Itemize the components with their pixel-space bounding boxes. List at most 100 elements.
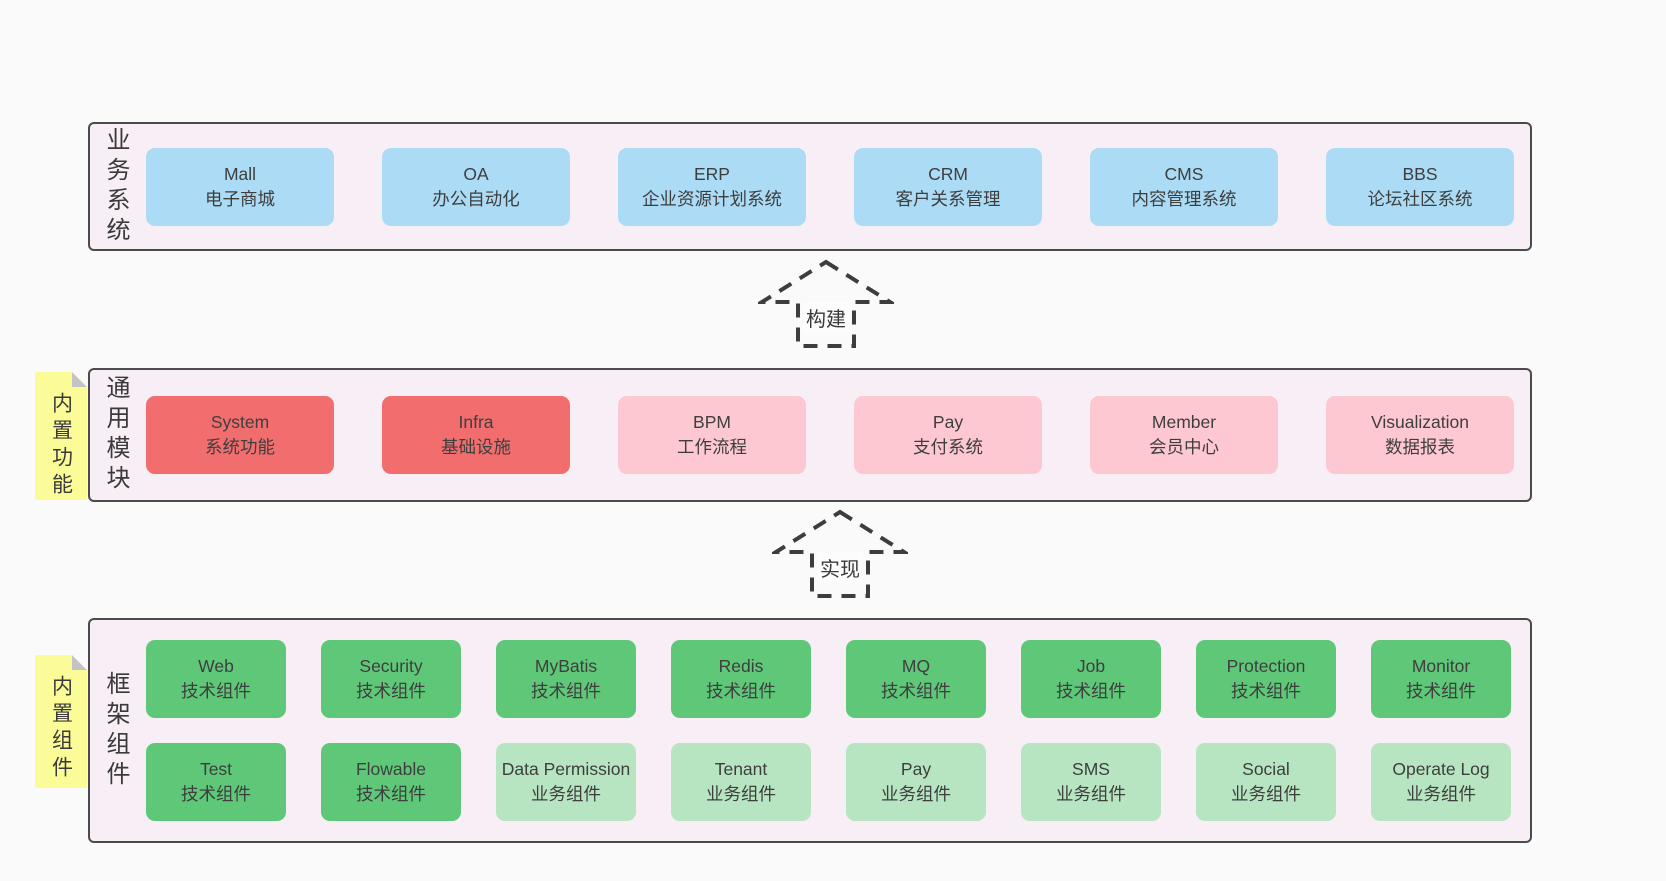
module-box-system: System 系统功能 (146, 396, 334, 474)
box-subtitle: 技术组件 (356, 784, 426, 804)
box-title: Web (198, 656, 234, 677)
biz-box-mall: Mall 电子商城 (146, 147, 334, 226)
sticky-note-built-in-features: 内置功能 (35, 372, 87, 500)
box-subtitle: 办公自动化 (432, 188, 520, 209)
box-title: Social (1242, 759, 1290, 780)
box-title: Pay (932, 412, 964, 433)
module-box-pay: Pay 支付系统 (854, 396, 1042, 474)
box-subtitle: 论坛社区系统 (1367, 188, 1473, 209)
comp-box-flowable: Flowable 技术组件 (321, 743, 461, 821)
biz-box-erp: ERP 企业资源计划系统 (618, 147, 806, 226)
box-subtitle: 技术组件 (706, 681, 776, 701)
panel-label-components: 框架组件 (102, 670, 129, 791)
panel-label-business: 业务系统 (102, 126, 129, 247)
build-arrow-label: 构建 (803, 302, 849, 333)
box-subtitle: 客户关系管理 (895, 188, 1001, 209)
box-title: Test (199, 759, 233, 780)
comp-box-test: Test 技术组件 (146, 743, 286, 821)
biz-box-bbs: BBS 论坛社区系统 (1326, 147, 1514, 226)
box-title: Tenant (714, 759, 768, 780)
sticky-note-built-in-components: 内置组件 (35, 655, 87, 788)
panel-label-modules: 通用模块 (102, 375, 129, 495)
modules-row: System 系统功能 Infra 基础设施 BPM 工作流程 Pay 支付系统… (146, 396, 1514, 474)
box-title: Mall (223, 163, 257, 184)
box-title: Security (359, 656, 423, 677)
comp-box-sms: SMS 业务组件 (1021, 743, 1161, 821)
box-subtitle: 技术组件 (531, 681, 601, 701)
sticky-note-text: 内置组件 (49, 675, 73, 783)
comp-box-protection: Protection 技术组件 (1196, 640, 1336, 718)
box-title: Flowable (355, 759, 427, 780)
box-subtitle: 技术组件 (881, 681, 951, 701)
box-subtitle: 技术组件 (181, 784, 251, 804)
box-subtitle: 基础设施 (441, 437, 511, 457)
box-subtitle: 业务组件 (1056, 784, 1126, 804)
module-box-visualization: Visualization 数据报表 (1326, 396, 1514, 474)
business-systems-panel: 业务系统 Mall 电子商城 OA 办公自动化 ERP 企业资源计划系统 CRM… (88, 122, 1532, 251)
box-title: Data Permission (501, 759, 631, 780)
comp-box-security: Security 技术组件 (321, 640, 461, 718)
box-title: MyBatis (534, 656, 598, 677)
module-box-infra: Infra 基础设施 (382, 396, 570, 474)
box-subtitle: 业务组件 (1406, 784, 1476, 804)
comp-box-mybatis: MyBatis 技术组件 (496, 640, 636, 718)
box-title: Redis (718, 656, 764, 677)
box-subtitle: 内容管理系统 (1131, 188, 1237, 209)
box-title: Visualization (1371, 412, 1469, 433)
box-title: Pay (900, 759, 932, 780)
module-box-bpm: BPM 工作流程 (618, 396, 806, 474)
box-title: SMS (1072, 759, 1110, 780)
box-title: System (210, 412, 270, 433)
box-subtitle: 电子商城 (205, 188, 275, 209)
box-title: Monitor (1411, 656, 1471, 677)
module-box-member: Member 会员中心 (1090, 396, 1278, 474)
implement-arrow: 实现 (772, 508, 908, 600)
comp-box-tenant: Tenant 业务组件 (671, 743, 811, 821)
box-subtitle: 技术组件 (181, 681, 251, 701)
comp-box-redis: Redis 技术组件 (671, 640, 811, 718)
box-title: BBS (1402, 163, 1438, 184)
box-subtitle: 会员中心 (1149, 437, 1219, 457)
box-subtitle: 业务组件 (706, 784, 776, 804)
box-title: Member (1151, 412, 1217, 433)
components-row-2: Test 技术组件 Flowable 技术组件 Data Permission … (146, 743, 1514, 821)
module-boxes: System 系统功能 Infra 基础设施 BPM 工作流程 Pay 支付系统… (146, 370, 1514, 500)
box-title: Job (1076, 656, 1106, 677)
box-title: ERP (694, 163, 730, 184)
sticky-note-text: 内置功能 (49, 392, 73, 500)
box-subtitle: 技术组件 (356, 681, 426, 701)
build-arrow: 构建 (758, 258, 894, 350)
comp-box-operate-log: Operate Log 业务组件 (1371, 743, 1511, 821)
box-subtitle: 技术组件 (1056, 681, 1126, 701)
box-title: OA (463, 163, 489, 184)
component-boxes: Web 技术组件 Security 技术组件 MyBatis 技术组件 Redi… (146, 620, 1514, 841)
box-subtitle: 业务组件 (1231, 784, 1301, 804)
box-subtitle: 系统功能 (205, 437, 275, 457)
folded-corner-icon (72, 655, 87, 670)
box-title: CRM (928, 163, 968, 184)
box-title: Protection (1226, 656, 1306, 677)
comp-box-job: Job 技术组件 (1021, 640, 1161, 718)
comp-box-mq: MQ 技术组件 (846, 640, 986, 718)
comp-box-monitor: Monitor 技术组件 (1371, 640, 1511, 718)
business-row: Mall 电子商城 OA 办公自动化 ERP 企业资源计划系统 CRM 客户关系… (146, 147, 1514, 226)
framework-components-panel: 框架组件 Web 技术组件 Security 技术组件 MyBatis 技术组件… (88, 618, 1532, 843)
box-subtitle: 企业资源计划系统 (642, 188, 782, 209)
box-title: CMS (1164, 163, 1204, 184)
biz-box-oa: OA 办公自动化 (382, 147, 570, 226)
biz-box-cms: CMS 内容管理系统 (1090, 147, 1278, 226)
common-modules-panel: 通用模块 System 系统功能 Infra 基础设施 BPM 工作流程 Pay… (88, 368, 1532, 502)
comp-box-social: Social 业务组件 (1196, 743, 1336, 821)
biz-box-crm: CRM 客户关系管理 (854, 147, 1042, 226)
box-subtitle: 业务组件 (881, 784, 951, 804)
comp-box-web: Web 技术组件 (146, 640, 286, 718)
components-row-1: Web 技术组件 Security 技术组件 MyBatis 技术组件 Redi… (146, 640, 1514, 718)
box-title: Infra (458, 412, 494, 433)
box-subtitle: 工作流程 (677, 437, 747, 457)
box-subtitle: 业务组件 (531, 784, 601, 804)
box-subtitle: 技术组件 (1231, 681, 1301, 701)
box-subtitle: 数据报表 (1385, 437, 1455, 457)
box-title: MQ (901, 656, 931, 677)
folded-corner-icon (72, 372, 87, 387)
implement-arrow-label: 实现 (817, 552, 863, 583)
